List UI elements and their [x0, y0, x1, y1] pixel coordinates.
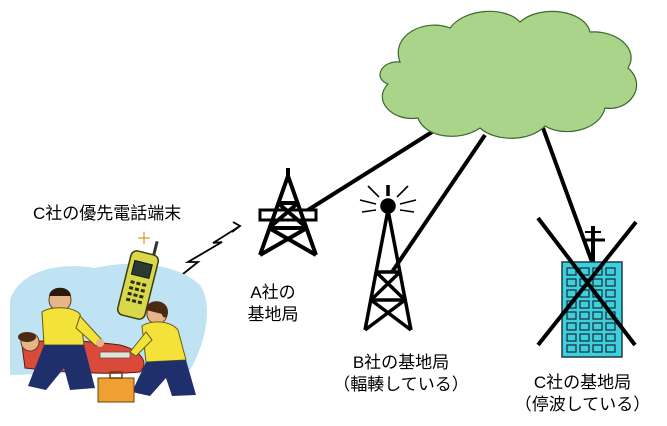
c-station-label-line2: （停波している）: [514, 395, 651, 414]
building-window: [566, 267, 577, 276]
building-window: [579, 333, 590, 342]
building-window: [605, 344, 616, 353]
building-window: [592, 311, 603, 320]
halted-cross-icon: [536, 216, 638, 347]
building-window: [566, 311, 577, 320]
b-station-label: B社の基地局 （輻輳している）: [326, 352, 476, 396]
a-station-label-line2: 基地局: [247, 305, 299, 324]
a-station-label: A社の 基地局: [240, 282, 306, 326]
broadcast-tower-icon: [359, 185, 417, 332]
cloud-icon: [379, 10, 638, 139]
building-window: [566, 289, 577, 298]
link-c-station: [541, 127, 594, 263]
link-b-station: [390, 133, 487, 274]
building-window: [605, 278, 616, 287]
phone-sparkle-icon: [138, 232, 150, 244]
building-window: [592, 344, 603, 353]
building-window: [592, 322, 603, 331]
building-window: [605, 267, 616, 276]
building-window: [566, 344, 577, 353]
building-window: [566, 278, 577, 287]
network-links: [306, 127, 594, 274]
building-window: [579, 322, 590, 331]
c-station-label-line1: C社の基地局: [533, 373, 632, 392]
building-window: [605, 322, 616, 331]
building-window: [605, 289, 616, 298]
b-station-label-line2: （輻輳している）: [333, 375, 469, 394]
building-window: [566, 322, 577, 331]
paramedics-scene-icon: [10, 263, 207, 403]
building-window: [592, 278, 603, 287]
building-window: [566, 333, 577, 342]
building-window: [579, 300, 590, 309]
building-window: [605, 333, 616, 342]
c-terminal-label: C社の優先電話端末: [33, 204, 182, 223]
link-a-station: [306, 130, 434, 212]
c-station-label: C社の基地局 （停波している）: [505, 372, 660, 416]
building-window: [579, 311, 590, 320]
mobile-phone-icon: [116, 240, 160, 320]
b-station-label-line1: B社の基地局: [352, 353, 450, 372]
building-window: [592, 333, 603, 342]
lattice-tower-icon: [258, 168, 318, 257]
a-station-label-line1: A社の: [250, 283, 296, 302]
building-window: [579, 344, 590, 353]
